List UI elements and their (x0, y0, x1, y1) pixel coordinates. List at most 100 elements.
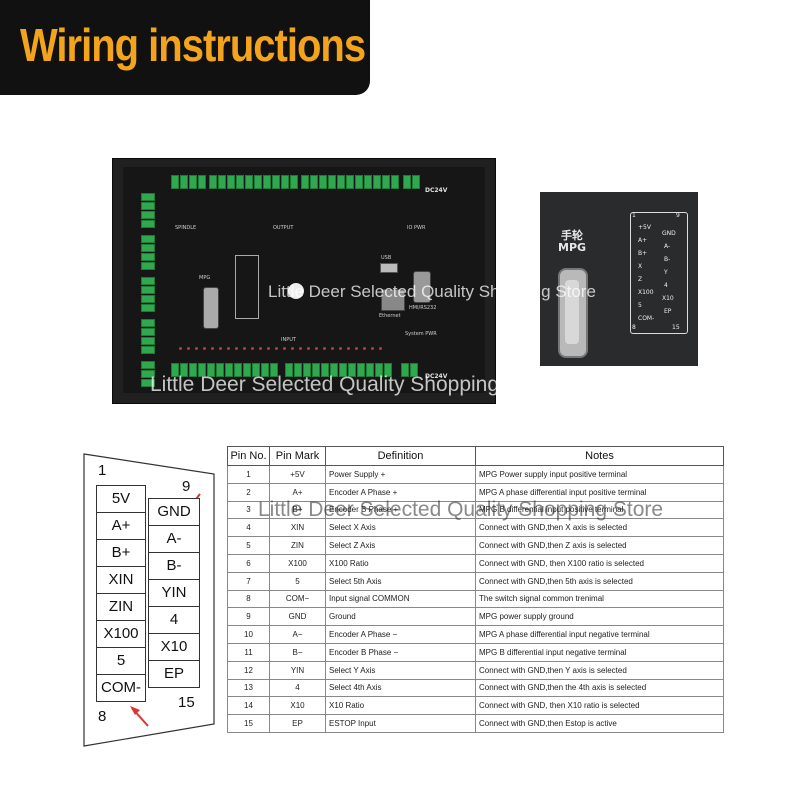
watermark-middle: Little Deer Selected Quality Shopping St… (150, 373, 556, 396)
mpg-board-label: MPG (199, 275, 211, 281)
cell-definition: Ground (325, 607, 476, 627)
mpg-chinese-label: 手轮 (561, 229, 584, 242)
cell-pin-mark: 5 (269, 571, 326, 591)
cell-pin-no: 5 (227, 536, 270, 555)
cell-notes: Connect with GND, then X10 ratio is sele… (475, 696, 724, 716)
cell-definition: Encoder A Phase − (325, 625, 476, 644)
cell-notes: Connect with GND,then 5th axis is select… (475, 571, 724, 591)
system-pwr-label: System PWR (405, 331, 437, 337)
watermark-top: Little Deer Selected Quality Shopping St… (268, 282, 596, 301)
cell-pin-mark: X100 (269, 553, 326, 573)
cell-pin-mark: ZIN (269, 536, 326, 555)
header-pin-mark: Pin Mark (269, 446, 326, 466)
diagram-pin-1: 5V (96, 485, 146, 513)
system-pwr-terminal-block (401, 363, 418, 377)
diagram-num-9: 9 (182, 478, 191, 495)
closeup-num-1: 1 (632, 212, 636, 219)
cell-pin-mark: A− (269, 625, 326, 644)
usb-port (380, 263, 398, 273)
header-notes: Notes (475, 446, 724, 466)
cell-notes: Connect with GND,then Estop is active (475, 714, 724, 733)
cell-definition: Select Z Axis (325, 536, 476, 555)
spindle-label: SPINDLE (175, 225, 197, 231)
header-pin-no: Pin No. (227, 446, 270, 466)
cell-pin-mark: X10 (269, 696, 326, 716)
spindle-terminal-block (171, 175, 206, 189)
diagram-num-15: 15 (178, 694, 195, 711)
cell-notes: MPG power supply ground (475, 607, 724, 627)
cell-notes: MPG A phase differential input negative … (475, 625, 724, 644)
closeup-pin-14: X10 (662, 295, 674, 302)
closeup-pin-7: 5 (638, 302, 642, 309)
cell-pin-mark: 4 (269, 678, 326, 698)
closeup-pin-13: 4 (664, 282, 668, 289)
closeup-pin-12: Y (664, 269, 668, 276)
cell-pin-mark: COM− (269, 589, 326, 609)
closeup-pin-4: X (638, 263, 643, 270)
dc24v-top-label: DC24V (425, 187, 448, 194)
diagram-pin-12: YIN (148, 579, 200, 607)
cell-definition: Power Supply + (325, 465, 476, 484)
closeup-pin-15: EP (664, 308, 672, 315)
table-header-row: Pin No. Pin Mark Definition Notes (227, 446, 724, 466)
io-pwr-terminal-block (403, 175, 420, 189)
hmi-port (413, 271, 431, 303)
mpg-closeup-image: 手轮 MPG 1 9 8 15 +5V A+ B+ X Z X100 5 COM… (540, 192, 698, 366)
diagram-pin-13: 4 (148, 606, 200, 634)
left-terminal-block (141, 193, 155, 387)
mpg-pin-map-label (235, 255, 259, 319)
cell-pin-no: 10 (227, 625, 270, 644)
cell-pin-mark: GND (269, 607, 326, 627)
cell-notes: The switch signal common trenimal (475, 589, 724, 609)
input-terminal-block-2 (285, 363, 392, 377)
hmi-label: HMI/RS232 (409, 305, 437, 311)
input-label: INPUT (281, 337, 296, 343)
closeup-pin-1: +5V (638, 224, 651, 231)
page-title: Wiring instructions (20, 20, 366, 72)
cell-pin-no: 13 (227, 678, 270, 698)
closeup-pin-5: Z (638, 276, 643, 283)
logo-knob (288, 283, 304, 299)
cell-definition: Select 5th Axis (325, 571, 476, 591)
output-terminal-block-1 (209, 175, 298, 189)
io-pwr-label: IO PWR (407, 225, 426, 231)
cell-definition: Input signal COMMON (325, 589, 476, 609)
cell-definition: Encoder B Phase − (325, 642, 476, 662)
cell-pin-no: 11 (227, 642, 270, 662)
closeup-pin-9: GND (662, 230, 676, 237)
input-led-row (179, 347, 382, 350)
mpg-closeup-title: 手轮 MPG (558, 230, 586, 254)
diagram-pin-15: EP (148, 660, 200, 688)
cell-pin-no: 12 (227, 660, 270, 680)
input-terminal-block-1 (171, 363, 278, 377)
cell-notes: MPG Power supply input positive terminal (475, 465, 724, 484)
output-label: OUTPUT (273, 225, 294, 231)
dc24v-bottom-label: DC24V (425, 373, 448, 380)
cell-pin-mark: B− (269, 642, 326, 662)
cell-definition: X10 Ratio (325, 696, 476, 716)
cell-notes: MPG B differential input negative termin… (475, 642, 724, 662)
cell-notes: Connect with GND, then X100 ratio is sel… (475, 553, 724, 573)
diagram-pin-8: COM- (96, 674, 146, 702)
title-banner: Wiring instructions (0, 0, 370, 95)
cell-pin-mark: YIN (269, 660, 326, 680)
diagram-pin-9: GND (148, 498, 200, 526)
cell-pin-no: 6 (227, 553, 270, 573)
cell-notes: Connect with GND,then Z axis is selected (475, 536, 724, 555)
diagram-pin-6: X100 (96, 620, 146, 648)
cell-pin-no: 8 (227, 589, 270, 609)
mpg-label: MPG (558, 241, 587, 254)
